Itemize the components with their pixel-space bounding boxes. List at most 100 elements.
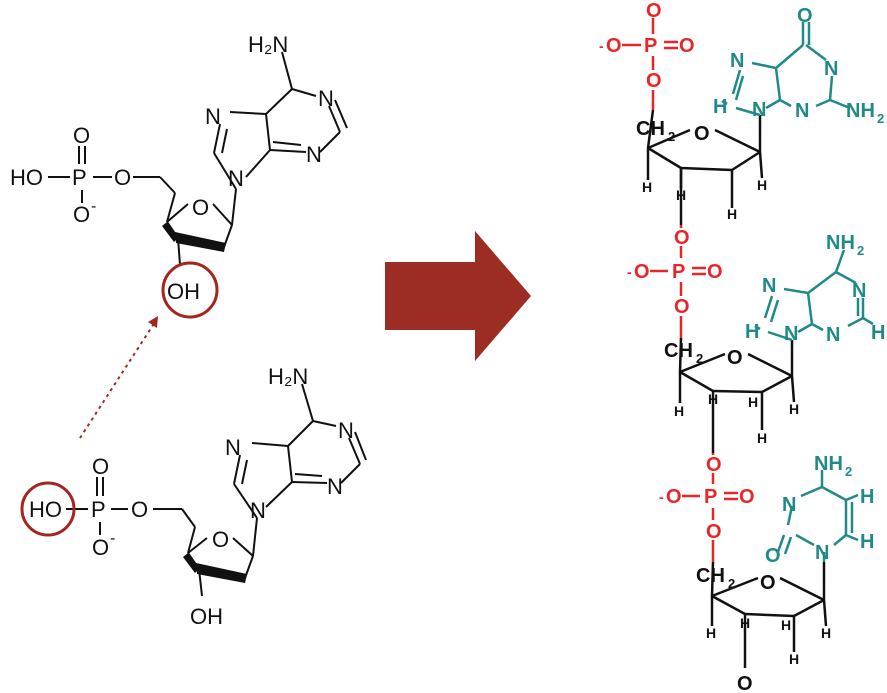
unit2-phosphate-labels: O - O P O O bbox=[627, 227, 723, 318]
bottom-nucleotide-labels: HO P O O - O O OH H₂N N N N N bbox=[29, 364, 354, 629]
top-phosphate-p: P bbox=[72, 165, 87, 190]
bottom-hydroxyl: OH bbox=[190, 604, 223, 629]
big-transition-arrow bbox=[385, 231, 531, 361]
bottom-phosphate-o-bridge: O bbox=[131, 497, 148, 522]
unit1-h2: H bbox=[676, 187, 686, 203]
bottom-n1: N bbox=[338, 418, 354, 443]
unit1-base-bonds bbox=[721, 22, 851, 117]
unit3-h5: H bbox=[781, 617, 791, 633]
top-hydroxyl-highlight-circle bbox=[161, 261, 219, 319]
top-n9: N bbox=[228, 166, 244, 191]
unit1-h4: H bbox=[757, 177, 767, 193]
unit2-h5: H bbox=[748, 394, 758, 410]
top-amine: H₂N bbox=[248, 32, 288, 57]
unit2-base-labels: N H N NH 2 N N H bbox=[745, 232, 885, 346]
top-nucleotide-labels: HO P O O - O O OH H₂N N N N N bbox=[10, 32, 334, 304]
top-sugar-wedge bbox=[175, 232, 226, 252]
unit1-n3: N bbox=[795, 100, 809, 122]
bottom-sugar-wedge-left bbox=[183, 553, 199, 573]
unit2-h4: H bbox=[789, 401, 799, 417]
unit3-sugar-labels: CH 2 O H H H H H O bbox=[696, 565, 831, 693]
unit1-o6: O bbox=[797, 5, 813, 27]
unit3-o-minus: O bbox=[666, 486, 682, 508]
unit3-ch: CH bbox=[696, 565, 725, 587]
strand-unit-3: O - O P O O CH 2 O H H H H bbox=[659, 453, 874, 693]
unit1-ring-o: O bbox=[694, 123, 710, 145]
unit3-n3: N bbox=[782, 494, 796, 516]
bottom-phosphate-minus: - bbox=[110, 530, 115, 547]
unit2-nh2-sub: 2 bbox=[857, 243, 864, 258]
top-phosphate-o-minus: O bbox=[73, 202, 90, 227]
unit1-sugar-labels: CH 2 O H H H H bbox=[636, 118, 767, 222]
unit2-nh: NH bbox=[826, 232, 855, 254]
top-phosphate-o: O bbox=[73, 123, 90, 148]
unit3-nh2-sub: 2 bbox=[845, 464, 852, 479]
unit3-minus: - bbox=[659, 489, 664, 505]
bottom-n7: N bbox=[225, 435, 241, 460]
unit2-o-top: O bbox=[674, 227, 690, 249]
top-phosphate-ho: HO bbox=[10, 165, 43, 190]
top-nucleotide: HO P O O - O O OH H₂N N N N N bbox=[10, 32, 348, 319]
unit1-o-bridge: O bbox=[646, 70, 662, 92]
unit3-o-double: O bbox=[739, 486, 755, 508]
unit2-o-bridge: O bbox=[674, 296, 690, 318]
unit3-sugar-bonds bbox=[710, 561, 828, 668]
unit1-h8: H bbox=[713, 96, 727, 118]
bottom-phosphate-ho: HO bbox=[29, 497, 62, 522]
unit2-ch2-sub: 2 bbox=[696, 351, 703, 366]
unit2-sugar-labels: CH 2 O H H H H H bbox=[664, 340, 799, 446]
unit1-phosphate-labels: O - O P O O bbox=[599, 0, 695, 92]
unit3-p: P bbox=[704, 486, 717, 508]
unit1-phosphate-bonds bbox=[622, 18, 678, 110]
unit3-o2: O bbox=[765, 545, 781, 567]
unit1-h3: H bbox=[727, 206, 737, 222]
unit3-o-top: O bbox=[706, 454, 722, 476]
unit2-h3: H bbox=[757, 430, 767, 446]
unit1-nh: NH bbox=[846, 100, 875, 122]
unit2-h2-base: H bbox=[871, 322, 885, 344]
bottom-nucleotide: HO P O O - O O OH H₂N N N N N bbox=[20, 364, 367, 629]
bottom-phosphate-p: P bbox=[91, 497, 106, 522]
unit1-n9: N bbox=[752, 99, 766, 121]
unit3-base-bonds bbox=[776, 470, 859, 562]
unit2-base-bonds bbox=[754, 249, 874, 342]
top-hydroxyl: OH bbox=[167, 279, 200, 304]
bottom-phosphate-o: O bbox=[92, 454, 109, 479]
unit3-nh: NH bbox=[814, 453, 843, 475]
unit2-o-minus: O bbox=[634, 261, 650, 283]
unit2-o-double: O bbox=[707, 261, 723, 283]
top-phosphate-o-bridge: O bbox=[114, 165, 131, 190]
unit2-minus: - bbox=[627, 264, 632, 280]
unit2-sugar-bonds bbox=[678, 337, 796, 453]
unit1-p: P bbox=[644, 35, 657, 57]
unit3-h4: H bbox=[821, 625, 831, 641]
bottom-ring-o: O bbox=[212, 527, 229, 552]
unit3-base-labels: NH 2 N H H O N bbox=[765, 453, 874, 567]
unit3-n1: N bbox=[815, 542, 829, 564]
unit2-h1: H bbox=[674, 403, 684, 419]
unit1-o-double: O bbox=[679, 35, 695, 57]
unit1-sugar-bonds bbox=[646, 109, 764, 225]
unit3-h6-base: H bbox=[860, 531, 874, 553]
unit2-ch: CH bbox=[664, 340, 693, 362]
top-n7: N bbox=[205, 104, 221, 129]
unit1-n7: N bbox=[730, 50, 744, 72]
unit1-ch2-sub: 2 bbox=[668, 129, 675, 144]
strand-unit-2: O - O P O O CH 2 O H H H H bbox=[627, 225, 885, 453]
unit1-base-labels: N H N O N N NH 2 bbox=[713, 5, 884, 126]
unit3-phosphate-labels: O - O P O O bbox=[659, 454, 755, 543]
unit2-n1: N bbox=[852, 280, 866, 302]
bottom-nucleotide-bonds bbox=[66, 383, 367, 597]
unit2-phosphate-bonds bbox=[650, 225, 706, 338]
unit1-h1: H bbox=[642, 179, 652, 195]
unit1-nh2-sub: 2 bbox=[877, 111, 884, 126]
unit1-o-minus: O bbox=[606, 35, 622, 57]
top-n3: N bbox=[306, 142, 322, 167]
top-n1: N bbox=[318, 86, 334, 111]
unit3-h5-base: H bbox=[860, 486, 874, 508]
unit2-h8: H bbox=[745, 321, 759, 343]
bottom-sugar-wedge bbox=[196, 563, 247, 583]
unit2-ring-o: O bbox=[727, 347, 743, 369]
bottom-phosphate-o-minus: O bbox=[92, 535, 109, 560]
